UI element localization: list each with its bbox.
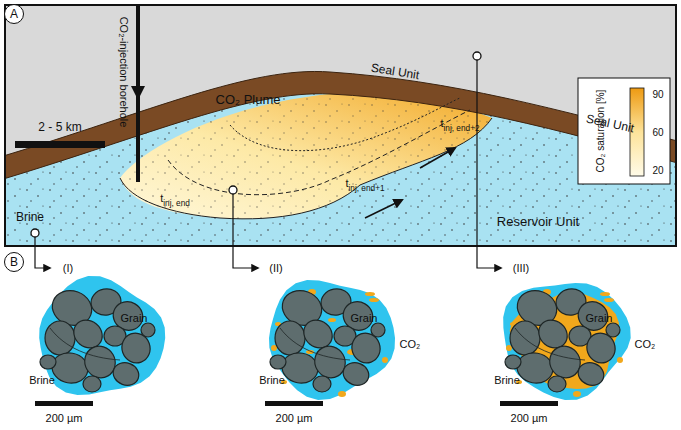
co2-droplet: [617, 357, 623, 363]
grain: [340, 359, 372, 389]
co2-label: CO₂: [635, 338, 656, 350]
legend-tick: 20: [652, 165, 663, 176]
grain-label: Grain: [586, 312, 613, 324]
co2-droplet: [365, 292, 375, 296]
flow-path: [515, 328, 585, 360]
time-label: tinj, end+1: [345, 177, 384, 192]
grain: [40, 355, 56, 369]
panel-letter: B: [4, 252, 24, 272]
pore-sample: [39, 276, 165, 395]
callout-number: (I): [63, 262, 73, 274]
scale-label: 200 µm: [276, 412, 313, 424]
grain: [275, 321, 305, 355]
time-label: tinj, end: [160, 192, 190, 207]
scale-bar: [500, 401, 558, 406]
scale-label: 200 µm: [511, 412, 548, 424]
flow-path: [280, 328, 350, 360]
co2-droplet: [563, 318, 571, 322]
grain: [371, 323, 385, 337]
brine-label: Brine: [259, 374, 285, 386]
unit-label: Reservoir Unit: [497, 215, 579, 229]
grain: [505, 355, 521, 369]
brine-label: Brine: [16, 211, 44, 224]
legend-tick: 90: [652, 89, 663, 100]
brine-label: Brine: [494, 374, 520, 386]
co2-label: CO₂: [400, 338, 421, 350]
borehole-label: CO₂-injection borehole: [118, 17, 130, 128]
panel-letter-text: B: [10, 255, 18, 269]
plume-label: CO₂ Plume: [215, 93, 280, 107]
grain: [313, 376, 331, 392]
co2-droplet: [604, 298, 614, 302]
grain-label: Grain: [121, 312, 148, 324]
grain: [606, 323, 620, 337]
grain: [510, 321, 540, 355]
grain-label: Grain: [351, 312, 378, 324]
scale-label: 200 µm: [46, 412, 83, 424]
grain: [548, 376, 566, 392]
grain: [45, 321, 75, 355]
grain: [141, 323, 155, 337]
legend-tick: 60: [652, 127, 663, 138]
co2-droplet: [600, 292, 610, 296]
scale-bar: [35, 401, 93, 406]
panel-letter: A: [4, 4, 24, 24]
co2-droplet: [573, 391, 581, 397]
grain: [575, 359, 607, 389]
callout-number: (III): [513, 262, 530, 274]
legend-title: CO₂ saturation [%]: [595, 90, 606, 173]
co2-droplet: [328, 318, 336, 322]
grain: [110, 359, 142, 389]
brine-label: Brine: [29, 374, 55, 386]
co2-droplet: [338, 391, 346, 397]
grain: [83, 376, 101, 392]
scale-bar: [265, 401, 323, 406]
panel-letter-text: A: [10, 7, 18, 21]
co2-droplet: [382, 357, 388, 363]
time-label: tinj, end+2: [440, 117, 479, 132]
flow-path: [50, 328, 120, 360]
scale-label: 2 - 5 km: [38, 121, 81, 134]
pore-sample: [269, 280, 395, 400]
co2-droplet: [369, 298, 379, 302]
callout-number: (II): [269, 262, 282, 274]
grain: [270, 355, 286, 369]
pore-sample: [503, 283, 631, 400]
